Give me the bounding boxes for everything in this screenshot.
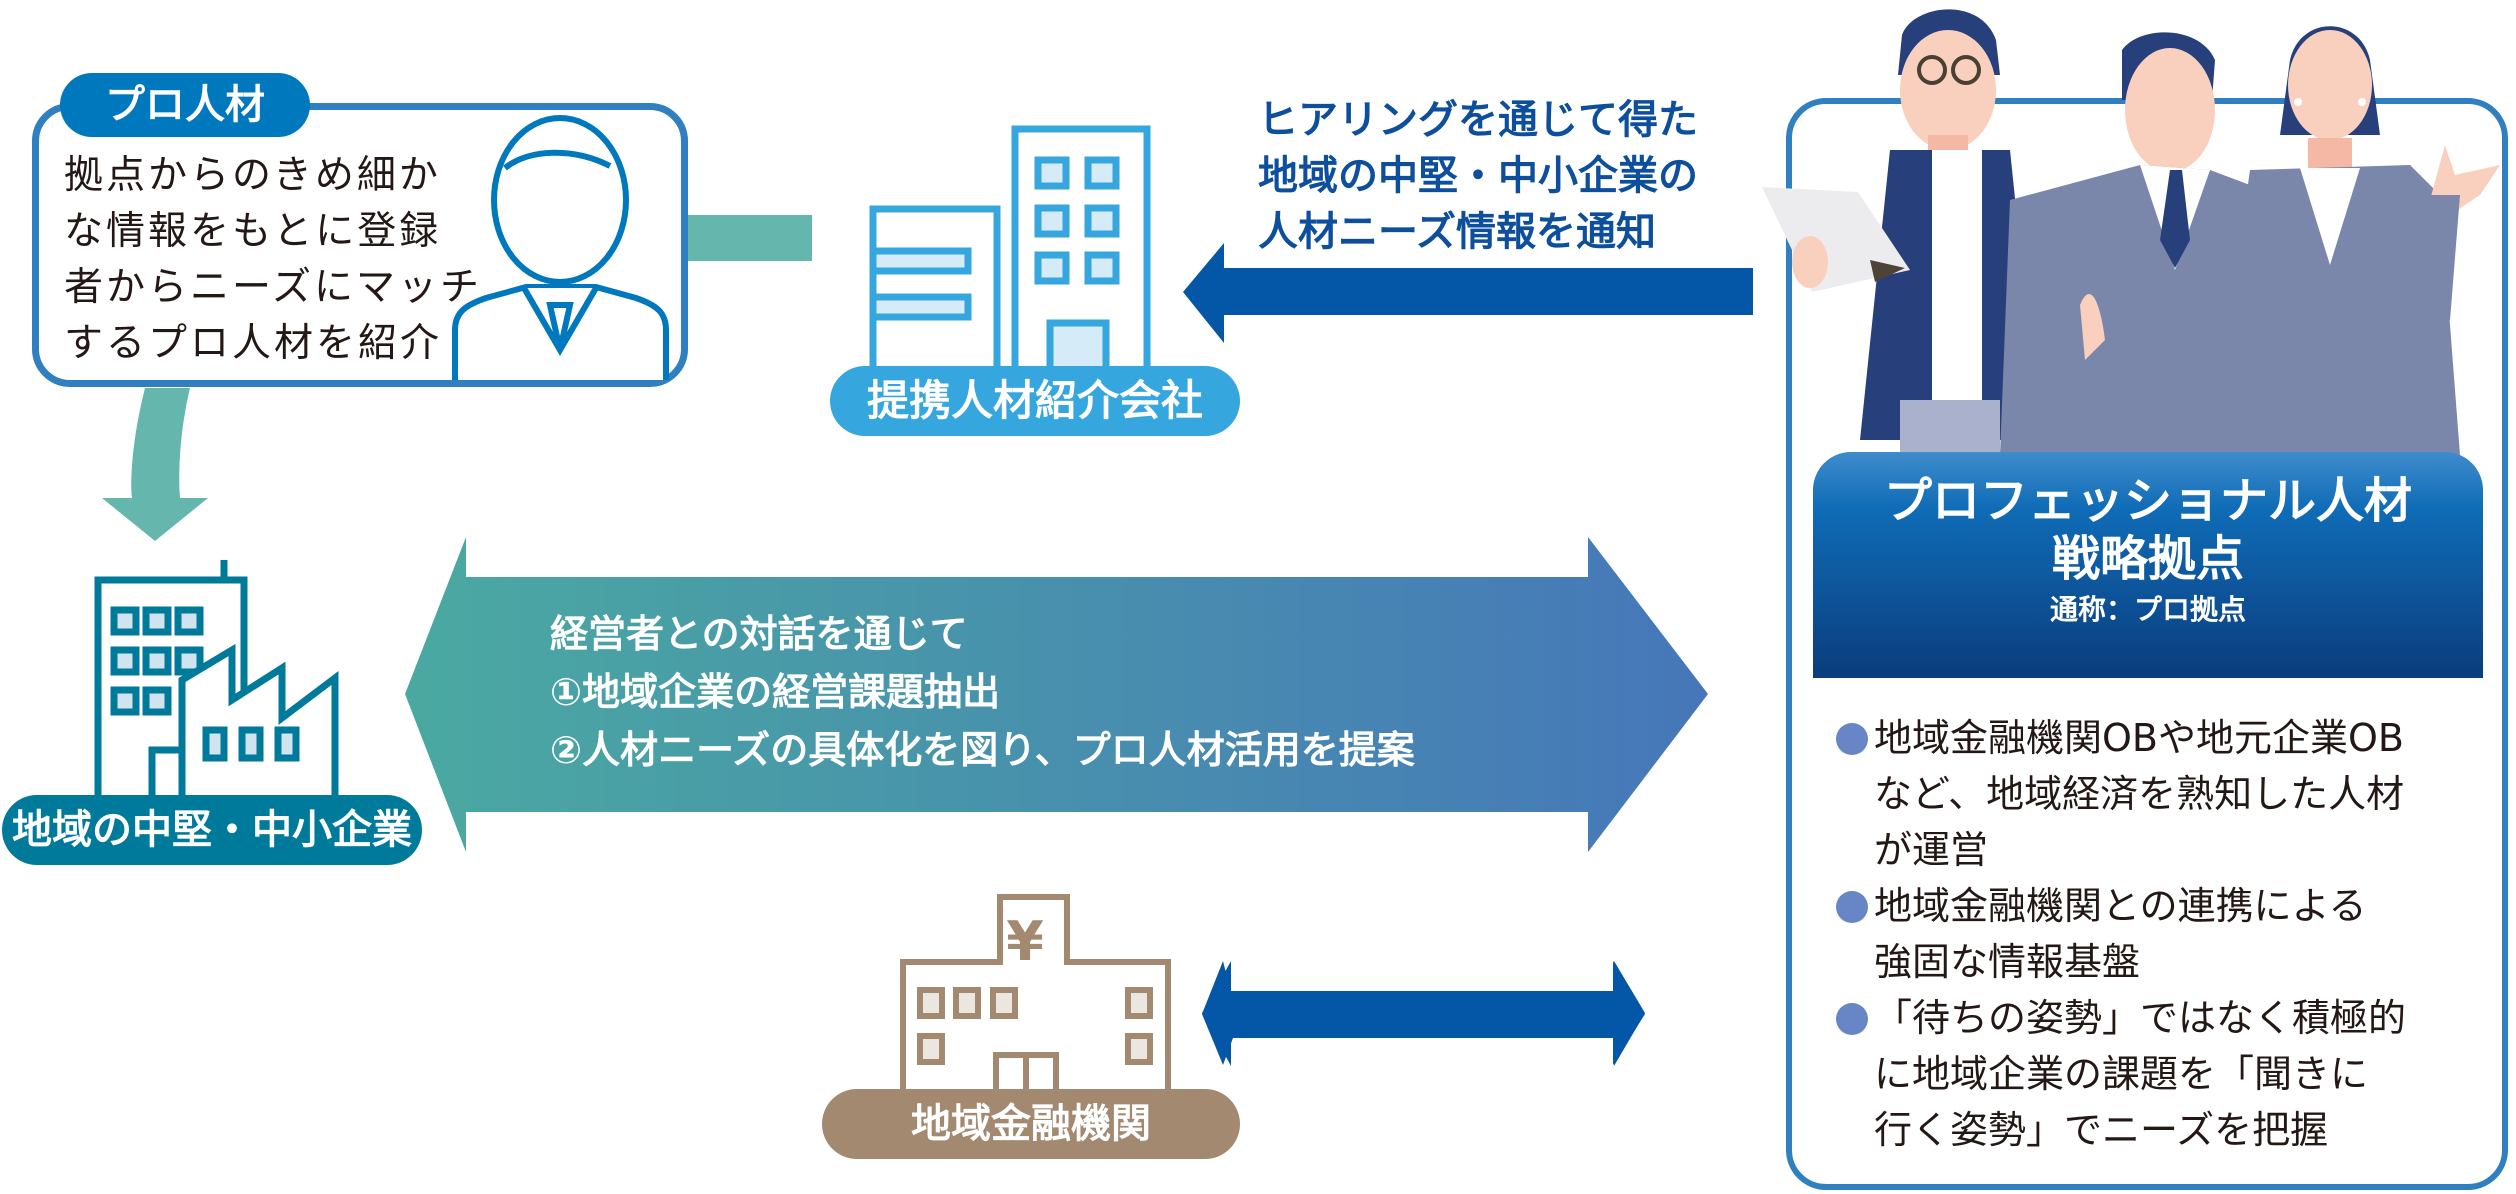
- item-line: 「待ちの姿勢」ではなく積極的: [1874, 996, 2407, 1040]
- person-icon: [452, 115, 669, 380]
- dialogue-double-arrow: [405, 537, 1708, 852]
- description-line: 者からニーズにマッチ: [64, 265, 483, 310]
- description-line: な情報をもとに登録: [64, 209, 442, 254]
- hub-title: プロフェッショナル人材: [1883, 473, 2412, 529]
- notice-line: 地域の中堅・中小企業の: [1258, 153, 1698, 199]
- dialogue-line: ①地域企業の経営課題抽出: [550, 670, 1001, 714]
- hub-feature-list: 地域金融機関OBや地元企業OB など、地域経済を熟知した人材 が運営 地域金融機…: [1836, 710, 2476, 1158]
- item-line: が運営: [1874, 828, 1989, 872]
- description-line: するプロ人材を紹介: [64, 321, 443, 366]
- dialogue-text: 経営者との対話を通じて ①地域企業の経営課題抽出 ②人材ニーズの具体化を図り、プ…: [550, 605, 1415, 779]
- man-glasses-figure: [1762, 9, 2040, 455]
- woman-figure: [2210, 26, 2500, 455]
- factory-building-icon: [94, 560, 339, 804]
- pro-talent-description: 拠点からのきめ細か な情報をもとに登録 者からニーズにマッチ するプロ人材を紹介: [64, 148, 484, 372]
- yen-symbol: ¥: [1006, 910, 1044, 973]
- item-line: など、地域経済を熟知した人材: [1874, 772, 2405, 816]
- regional-bank-label: 地域金融機関: [822, 1089, 1240, 1159]
- pro-talent-tag: プロ人材: [60, 73, 310, 137]
- item-line: 強固な情報基盤: [1874, 940, 2141, 984]
- notice-line: ヒアリングを通じて得た: [1258, 97, 1698, 143]
- bullet-icon: [1836, 723, 1868, 755]
- hub-subtitle: 通称：プロ拠点: [2049, 593, 2246, 626]
- hub-header: プロフェッショナル人材 戦略拠点 通称：プロ拠点: [1813, 452, 2483, 678]
- item-line: 行く姿勢」でニーズを把握: [1874, 1108, 2329, 1152]
- connector-bar: [688, 215, 812, 261]
- bullet-icon: [1836, 891, 1868, 923]
- notify-arrow: [1183, 243, 1753, 343]
- hearing-notice-text: ヒアリングを通じて得た 地域の中堅・中小企業の 人材ニーズ情報を通知: [1258, 92, 1778, 260]
- list-item: 地域金融機関との連携による 強固な情報基盤: [1836, 878, 2476, 990]
- bullet-icon: [1836, 1003, 1868, 1035]
- notice-line: 人材ニーズ情報を通知: [1258, 209, 1656, 255]
- partner-agency-label: 提携人材紹介会社: [830, 366, 1240, 436]
- curved-down-arrow: [102, 388, 208, 541]
- list-item: 「待ちの姿勢」ではなく積極的 に地域企業の課題を「聞きに 行く姿勢」でニーズを把…: [1836, 990, 2476, 1158]
- dialogue-line: 経営者との対話を通じて: [550, 612, 968, 656]
- regional-sme-label: 地域の中堅・中小企業: [2, 795, 422, 865]
- item-line: に地域企業の課題を「聞きに: [1874, 1052, 2369, 1096]
- hub-title-line2: 戦略拠点: [2051, 531, 2244, 587]
- dialogue-line: ②人材ニーズの具体化を図り、プロ人材活用を提案: [550, 728, 1415, 772]
- list-item: 地域金融機関OBや地元企業OB など、地域経済を熟知した人材 が運営: [1836, 710, 2476, 878]
- office-building-icon: [869, 125, 1151, 383]
- item-line: 地域金融機関OBや地元企業OB: [1874, 716, 2404, 760]
- item-line: 地域金融機関との連携による: [1874, 884, 2367, 928]
- description-line: 拠点からのきめ細か: [64, 153, 441, 198]
